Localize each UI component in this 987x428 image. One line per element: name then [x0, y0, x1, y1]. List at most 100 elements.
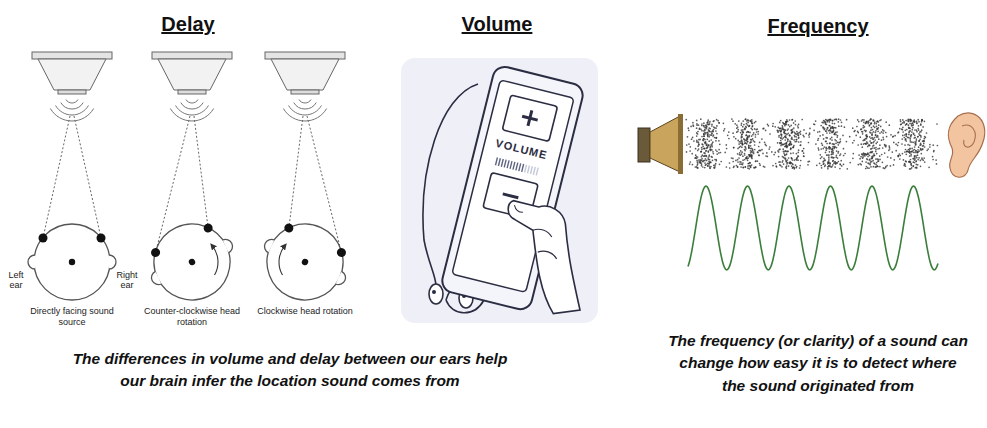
air-particles [906, 151, 908, 153]
air-particles [791, 119, 793, 121]
air-particles [803, 152, 805, 154]
air-particles [766, 156, 768, 158]
air-particles [706, 138, 708, 140]
air-particles [923, 157, 925, 159]
air-particles [708, 165, 710, 167]
air-particles [755, 136, 757, 138]
air-particles [865, 161, 867, 163]
air-particles [690, 126, 692, 128]
air-particles [693, 140, 695, 142]
sound-path [194, 116, 208, 228]
air-particles [689, 163, 691, 165]
air-particles [748, 154, 750, 156]
air-particles [773, 154, 775, 156]
air-particles [888, 124, 890, 126]
speaker-icon [678, 114, 683, 174]
air-particles [704, 155, 706, 157]
air-particles [737, 126, 739, 128]
air-particles [692, 137, 694, 139]
air-particles [907, 144, 909, 146]
air-particles [702, 144, 704, 146]
air-particles [831, 151, 833, 153]
air-particles [852, 153, 854, 155]
air-particles [746, 141, 748, 143]
air-particles [830, 118, 832, 120]
air-particles [745, 135, 747, 137]
air-particles [750, 139, 752, 141]
air-particles [827, 148, 829, 150]
air-particles [783, 152, 785, 154]
air-particles [751, 164, 753, 166]
air-particles [751, 151, 753, 153]
air-particles [790, 125, 792, 127]
air-particles [759, 142, 761, 144]
air-particles [909, 128, 911, 130]
air-particles [898, 131, 900, 133]
air-particles [698, 144, 700, 146]
air-particles [737, 166, 739, 168]
air-particles [906, 133, 908, 135]
air-particles [912, 120, 914, 122]
head-caption: Directly facing sound source [24, 306, 120, 328]
air-particles [841, 121, 843, 123]
air-particles [704, 160, 706, 162]
air-particles [874, 137, 876, 139]
air-particles [910, 155, 912, 157]
air-particles [751, 126, 753, 128]
air-particles [929, 144, 931, 146]
air-particles [750, 166, 752, 168]
air-particles [788, 165, 790, 167]
air-particles [832, 120, 834, 122]
air-particles [791, 158, 793, 160]
air-particles [789, 144, 791, 146]
air-particles [877, 135, 879, 137]
air-particles [937, 145, 939, 147]
air-particles [737, 153, 739, 155]
air-particles [716, 133, 718, 135]
air-particles [881, 131, 883, 133]
air-particles [863, 121, 865, 123]
air-particles [915, 150, 917, 152]
air-particles [718, 152, 720, 154]
air-particles [706, 132, 708, 134]
air-particles [799, 165, 801, 167]
air-particles [834, 132, 836, 134]
air-particles [708, 154, 710, 156]
air-particles [716, 137, 718, 139]
air-particles [832, 120, 834, 122]
air-particles [852, 157, 854, 159]
air-particles [870, 123, 872, 125]
air-particles [919, 131, 921, 133]
air-particles [790, 153, 792, 155]
air-particles [881, 139, 883, 141]
air-particles [909, 161, 911, 163]
air-particles [750, 148, 752, 150]
air-particles [701, 123, 703, 125]
air-particles [832, 143, 834, 145]
air-particles [826, 143, 828, 145]
air-particles [700, 151, 702, 153]
head-caption: Clockwise head rotation [255, 306, 355, 317]
air-particles [912, 161, 914, 163]
speaker-icon [32, 52, 112, 121]
air-particles [870, 132, 872, 134]
air-particles [737, 140, 739, 142]
air-particles [897, 155, 899, 157]
air-particles [875, 143, 877, 145]
air-particles [869, 152, 871, 154]
air-particles [783, 128, 785, 130]
air-particles [738, 120, 740, 122]
air-particles [835, 127, 837, 129]
air-particles [918, 133, 920, 135]
air-particles [785, 121, 787, 123]
air-particles [836, 136, 838, 138]
air-particles [706, 147, 708, 149]
air-particles [925, 137, 927, 139]
air-particles [768, 125, 770, 127]
air-particles [740, 154, 742, 156]
air-particles [916, 120, 918, 122]
air-particles [782, 144, 784, 146]
air-particles [911, 167, 913, 169]
air-particles [899, 158, 901, 160]
air-particles [803, 148, 805, 150]
